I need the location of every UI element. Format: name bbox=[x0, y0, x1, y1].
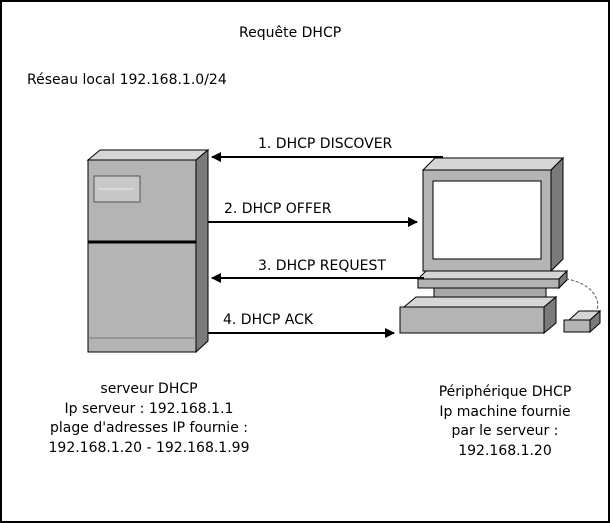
server-info: serveur DHCP Ip serveur : 192.168.1.1 pl… bbox=[4, 380, 294, 458]
server-info-line: Ip serveur : 192.168.1.1 bbox=[64, 400, 234, 417]
client-info-line: Ip machine fournie bbox=[439, 403, 571, 420]
message-label-request: 3. DHCP REQUEST bbox=[258, 258, 386, 274]
keyboard bbox=[402, 296, 558, 308]
client-info-line: par le serveur : bbox=[451, 423, 559, 439]
client-info-line: Périphérique DHCP bbox=[438, 384, 572, 400]
network-label: Réseau local 192.168.1.0/24 bbox=[27, 72, 227, 88]
mouse-cable bbox=[565, 278, 599, 313]
server-tower-icon bbox=[86, 148, 210, 354]
server-info-line: 192.168.1.20 - 192.168.1.99 bbox=[48, 439, 250, 456]
diagram-title: Requête DHCP bbox=[239, 25, 342, 41]
message-label-ack: 4. DHCP ACK bbox=[223, 312, 314, 328]
server-info-line: serveur DHCP bbox=[100, 381, 198, 397]
monitor-screen bbox=[432, 180, 542, 260]
desktop-computer-icon bbox=[399, 156, 602, 335]
client-info: Périphérique DHCP Ip machine fournie par… bbox=[400, 383, 610, 461]
server-info-line: plage d'adresses IP fournie : bbox=[50, 420, 248, 436]
message-label-offer: 2. DHCP OFFER bbox=[224, 201, 332, 217]
message-label-discover: 1. DHCP DISCOVER bbox=[258, 136, 393, 152]
client-info-line: 192.168.1.20 bbox=[458, 442, 552, 459]
